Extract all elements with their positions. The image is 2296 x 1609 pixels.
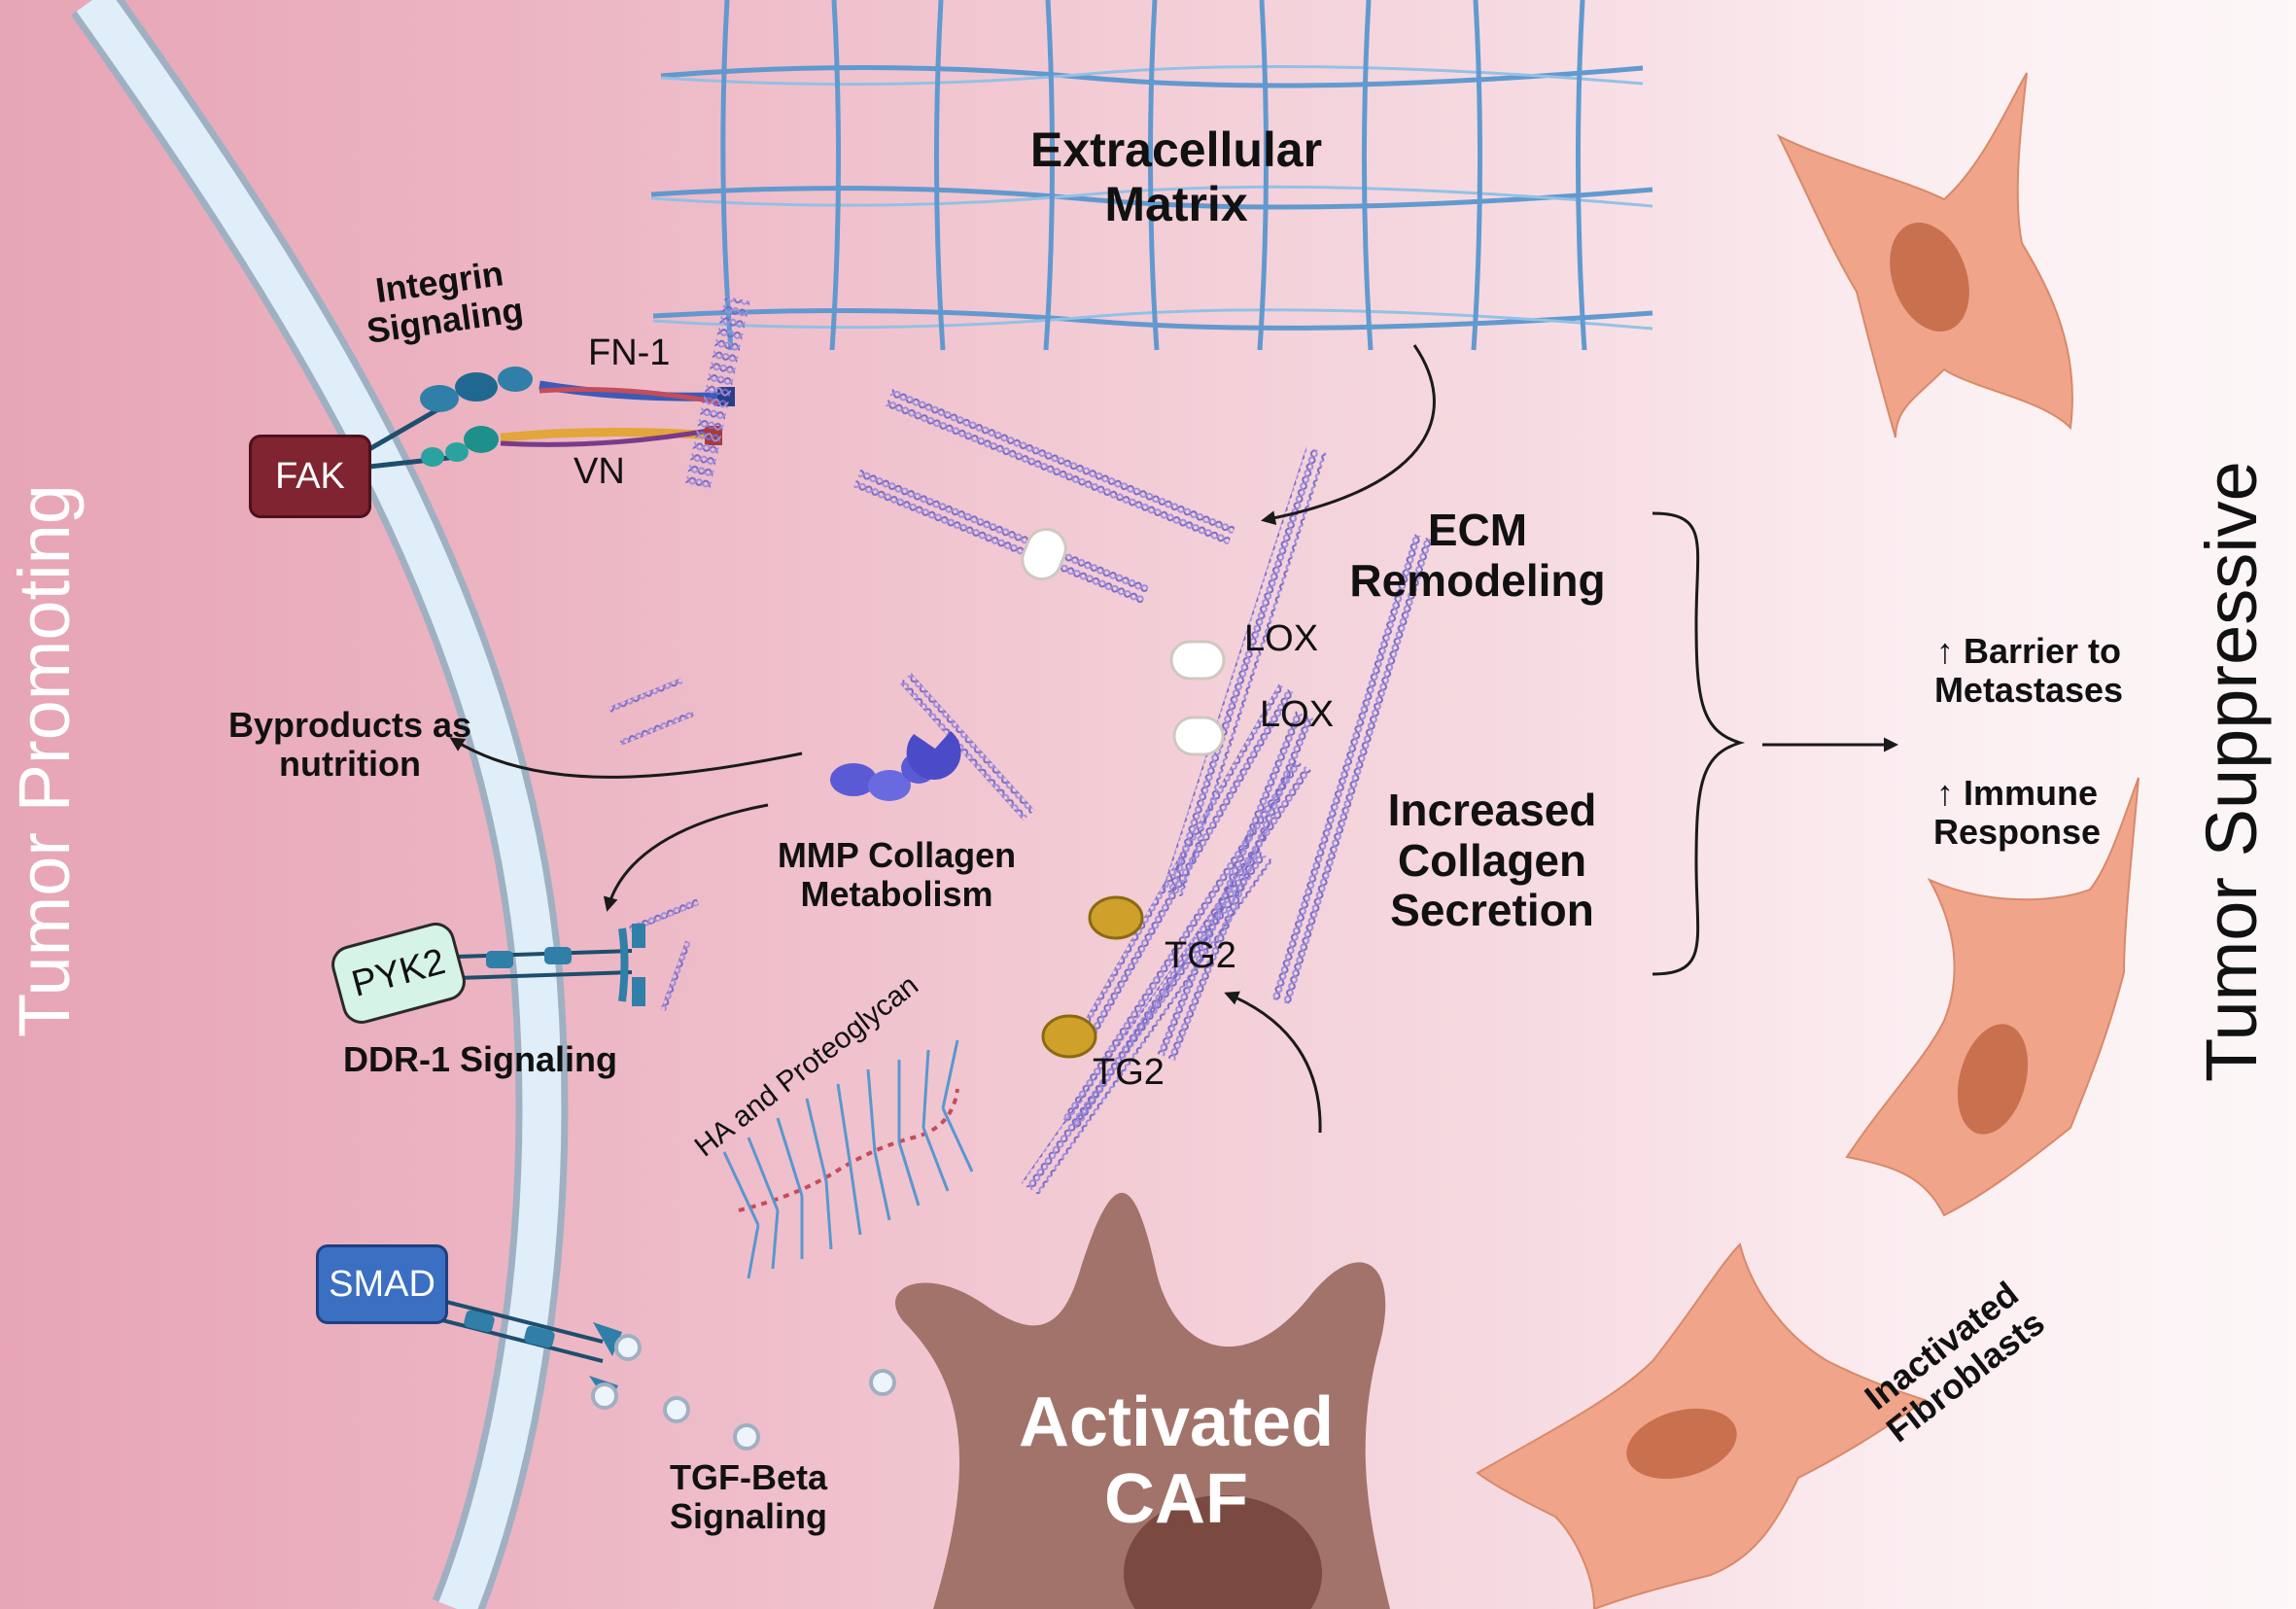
barrier-metastases-label: ↑ Barrier to Metastases (1907, 631, 2150, 711)
cell-membrane (71, 0, 569, 1609)
mmp-line2: Metabolism (800, 874, 993, 915)
barrier-line2: Metastases (1933, 670, 2124, 711)
ecm-mesh (650, 0, 1653, 351)
ecm-remodeling-line1: ECM (1427, 505, 1528, 555)
collagen-secretion-label: Increased Collagen Secretion (1332, 785, 1652, 936)
ecm-remodeling-line2: Remodeling (1349, 554, 1606, 606)
mmp-line1: MMP Collagen (777, 835, 1017, 875)
pathway-arrows (449, 344, 1898, 1134)
mmp-enzyme (830, 731, 961, 801)
tg2-label-2: TG2 (1093, 1052, 1165, 1093)
tgf-beta-label: TGF-Beta Signaling (642, 1457, 855, 1537)
ecm-title-line2: Matrix (1104, 177, 1248, 231)
tgf-line1: TGF-Beta (670, 1457, 827, 1497)
collagen-line2: Collagen (1397, 834, 1587, 886)
collagen-fibril (684, 296, 750, 492)
byproducts-line1: Byproducts as (227, 705, 472, 745)
immune-line2: Response (1932, 812, 2102, 853)
lox-label-1: LOX (1244, 618, 1319, 659)
tgf-beta-ligands (591, 1334, 896, 1451)
arrow-ecm-to-remodeling (1261, 344, 1436, 526)
collagen-line1: Increased (1387, 785, 1597, 835)
ddr1-label: DDR-1 Signaling (343, 1039, 618, 1079)
tg2-label-1: TG2 (1165, 935, 1236, 976)
tg2-crosslinks (1041, 895, 1144, 1059)
lox-crosslinks (1021, 527, 1226, 756)
ha-proteoglycan (722, 1039, 974, 1279)
collagen-fragments (609, 673, 1035, 1013)
ecm-remodeling-label: ECM Remodeling (1322, 505, 1633, 606)
collagen-bundle (852, 388, 1433, 1196)
integrin-complex (367, 367, 735, 470)
immune-response-label: ↑ Immune Response (1896, 773, 2139, 853)
remodeling-bracket (1652, 511, 1746, 976)
collagen-line3: Secretion (1390, 885, 1594, 936)
activated-caf-label: Activated CAF (991, 1383, 1361, 1539)
tumor-suppressive-label: Tumor Suppressive (2191, 461, 2272, 1082)
activated-caf-cell (895, 1192, 1390, 1609)
caf-line1: Activated (1018, 1383, 1335, 1461)
caf-line2: CAF (1104, 1460, 1248, 1539)
mmp-label: MMP Collagen Metabolism (748, 835, 1045, 915)
byproducts-line2: nutrition (279, 744, 421, 785)
arrow-to-byproducts (449, 737, 803, 779)
fak-node: FAK (249, 435, 371, 518)
byproducts-label: Byproducts as nutrition (199, 705, 501, 785)
inactivated-fibroblast-middle (1845, 777, 2139, 1217)
tumor-promoting-label: Tumor Promoting (4, 484, 85, 1037)
inactivated-fibroblast-bottom (1476, 1242, 1928, 1609)
fn1-label: FN-1 (588, 332, 671, 373)
arrow-caf-to-tg2 (1224, 991, 1322, 1134)
ecm-title-line1: Extracellular (1029, 122, 1323, 177)
immune-line1: ↑ Immune (1935, 773, 2099, 813)
vn-label: VN (574, 451, 625, 492)
tgf-line2: Signaling (670, 1496, 827, 1537)
ddr1-receptor (456, 924, 645, 1006)
arrow-to-ddr1 (603, 803, 769, 912)
ecm-title: Extracellular Matrix (953, 122, 1400, 231)
lox-label-2: LOX (1260, 694, 1335, 735)
barrier-line1: ↑ Barrier to (1935, 631, 2122, 671)
smad-node: SMAD (316, 1244, 448, 1324)
inactivated-fibroblast-top (1776, 72, 2073, 438)
